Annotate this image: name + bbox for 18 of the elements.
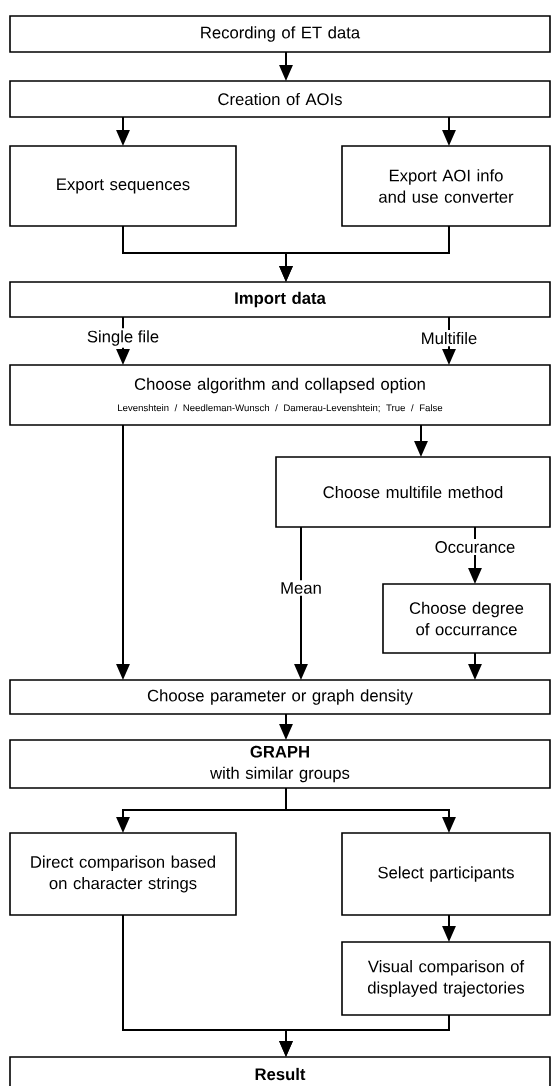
process-box: Export sequences <box>9 145 237 227</box>
process-box: Creation of AOIs <box>9 80 551 118</box>
edge-label: Occurance <box>432 539 518 555</box>
process-box: Visual comparison of displayed trajectories <box>341 941 551 1016</box>
process-box: Choose degree of occurrance <box>382 583 551 654</box>
edge-label: Single file <box>84 328 162 348</box>
process-box: Direct comparison based on character strings <box>9 832 237 916</box>
process-box: Recording of ET data <box>9 15 551 53</box>
edge-label: Multifile <box>418 329 480 347</box>
edge-label: Mean <box>278 580 324 596</box>
process-box: Choose algorithm and collapsed option Levenshtein / Needleman-Wunsch / Damerau-Levenshtein; True / False <box>9 364 551 426</box>
process-box: Export AOI info and use converter <box>341 145 551 227</box>
process-box: Choose parameter or graph density <box>9 679 551 715</box>
process-box: Select participants <box>341 832 551 916</box>
process-box: Choose multifile method <box>275 456 551 528</box>
process-box: GRAPH with similar groups <box>9 739 551 789</box>
process-box: Result <box>9 1056 551 1086</box>
process-box: Import data <box>9 281 551 318</box>
